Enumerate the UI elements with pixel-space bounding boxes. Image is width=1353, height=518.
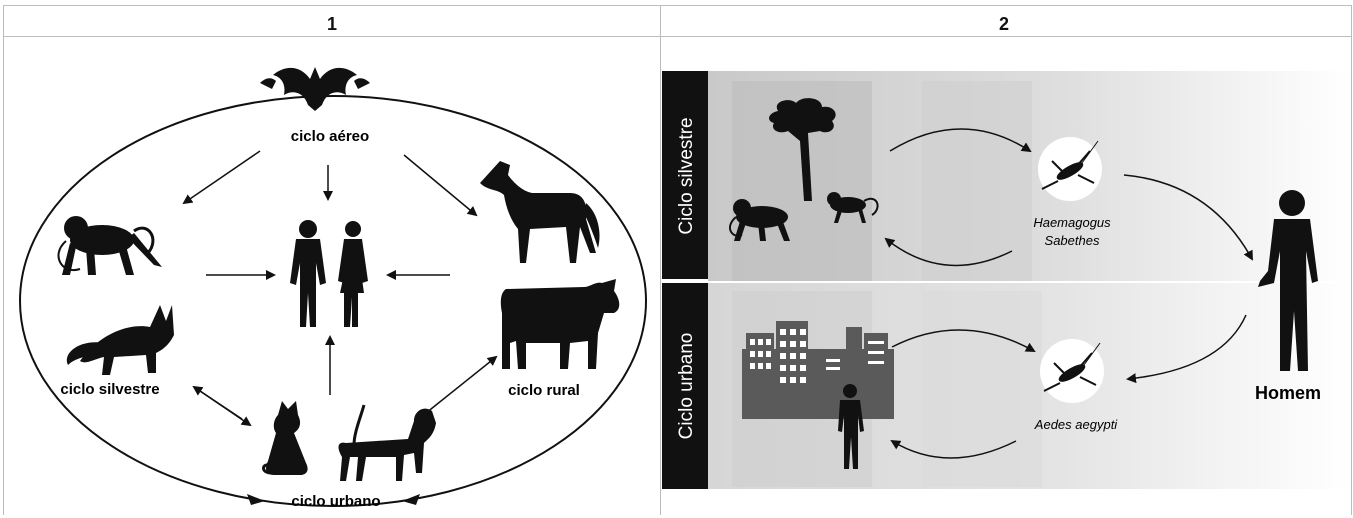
cycle-diagram-svg: ciclo aéreo ciclo silvestre ciclo rural … xyxy=(19,67,647,510)
mosquito-icon-urban xyxy=(1043,342,1101,392)
monkey-icon xyxy=(57,216,162,275)
monkey-icon xyxy=(728,199,790,241)
arrow-city-to-mosquito xyxy=(891,329,1036,352)
city-icon xyxy=(742,321,894,419)
cycle-ellipse xyxy=(19,95,647,507)
tree-icon xyxy=(769,98,836,201)
label-ciclo-rural: ciclo rural xyxy=(508,382,580,399)
ellipse-arrowhead-right xyxy=(402,494,420,505)
label-ciclo-aereo: ciclo aéreo xyxy=(291,128,369,145)
cycle-arrows xyxy=(182,150,498,427)
arrow-mosquito-to-person xyxy=(890,439,1017,459)
horse-icon xyxy=(480,161,600,263)
panel-2-yellow-fever-diagram: Ciclo silvestre Ciclo urbano xyxy=(662,71,1350,489)
arrow-urbano-to-rural xyxy=(425,355,498,414)
fox-icon xyxy=(66,305,174,375)
arrow-mosquito-to-homem xyxy=(1123,174,1253,261)
dog-icon xyxy=(338,404,436,481)
label-homem: Homem xyxy=(1255,383,1321,403)
city-windows xyxy=(750,329,884,383)
human-icon xyxy=(1258,190,1318,371)
table-top-border xyxy=(4,5,1351,6)
arrow-urbano-to-silvestre xyxy=(192,385,243,420)
yellow-fever-arrows xyxy=(884,128,1253,459)
panel-1-cycle-diagram: ciclo aéreo ciclo silvestre ciclo rural … xyxy=(10,43,656,513)
cow-icon xyxy=(500,279,620,369)
label-ciclo-silvestre: ciclo silvestre xyxy=(60,381,159,398)
human-pair-icon xyxy=(290,220,368,327)
ellipse-arrowhead-left xyxy=(247,494,265,505)
label-ciclo-silvestre-side: Ciclo silvestre xyxy=(676,117,697,234)
header-divider xyxy=(4,36,1351,37)
label-haemagogus: Haemagogus xyxy=(1033,215,1111,230)
label-ciclo-urbano: ciclo urbano xyxy=(291,493,380,510)
label-aedes-aegypti: Aedes aegypti xyxy=(1034,417,1119,432)
person-icon xyxy=(838,384,864,469)
bat-icon xyxy=(260,67,370,111)
arrow-aereo-to-monkey xyxy=(182,150,261,205)
mosquito-icon xyxy=(1041,140,1099,190)
column-divider xyxy=(660,5,661,515)
column-header-1: 1 xyxy=(326,14,338,34)
arrow-tree-to-mosquito xyxy=(889,128,1032,153)
arrow-homem-to-mosquito xyxy=(1126,314,1247,384)
label-ciclo-urbano-side: Ciclo urbano xyxy=(676,333,697,440)
monkey-icon-small xyxy=(827,192,879,223)
column-header-2: 2 xyxy=(998,14,1010,34)
arrow-mosquito-to-monkey xyxy=(884,237,1013,267)
cat-icon xyxy=(262,401,308,475)
yellow-fever-svg: Ciclo silvestre Ciclo urbano xyxy=(662,71,1350,489)
label-sabethes: Sabethes xyxy=(1045,233,1100,248)
arrow-aereo-to-horse xyxy=(403,154,478,217)
comparison-table: 1 2 xyxy=(3,5,1352,515)
